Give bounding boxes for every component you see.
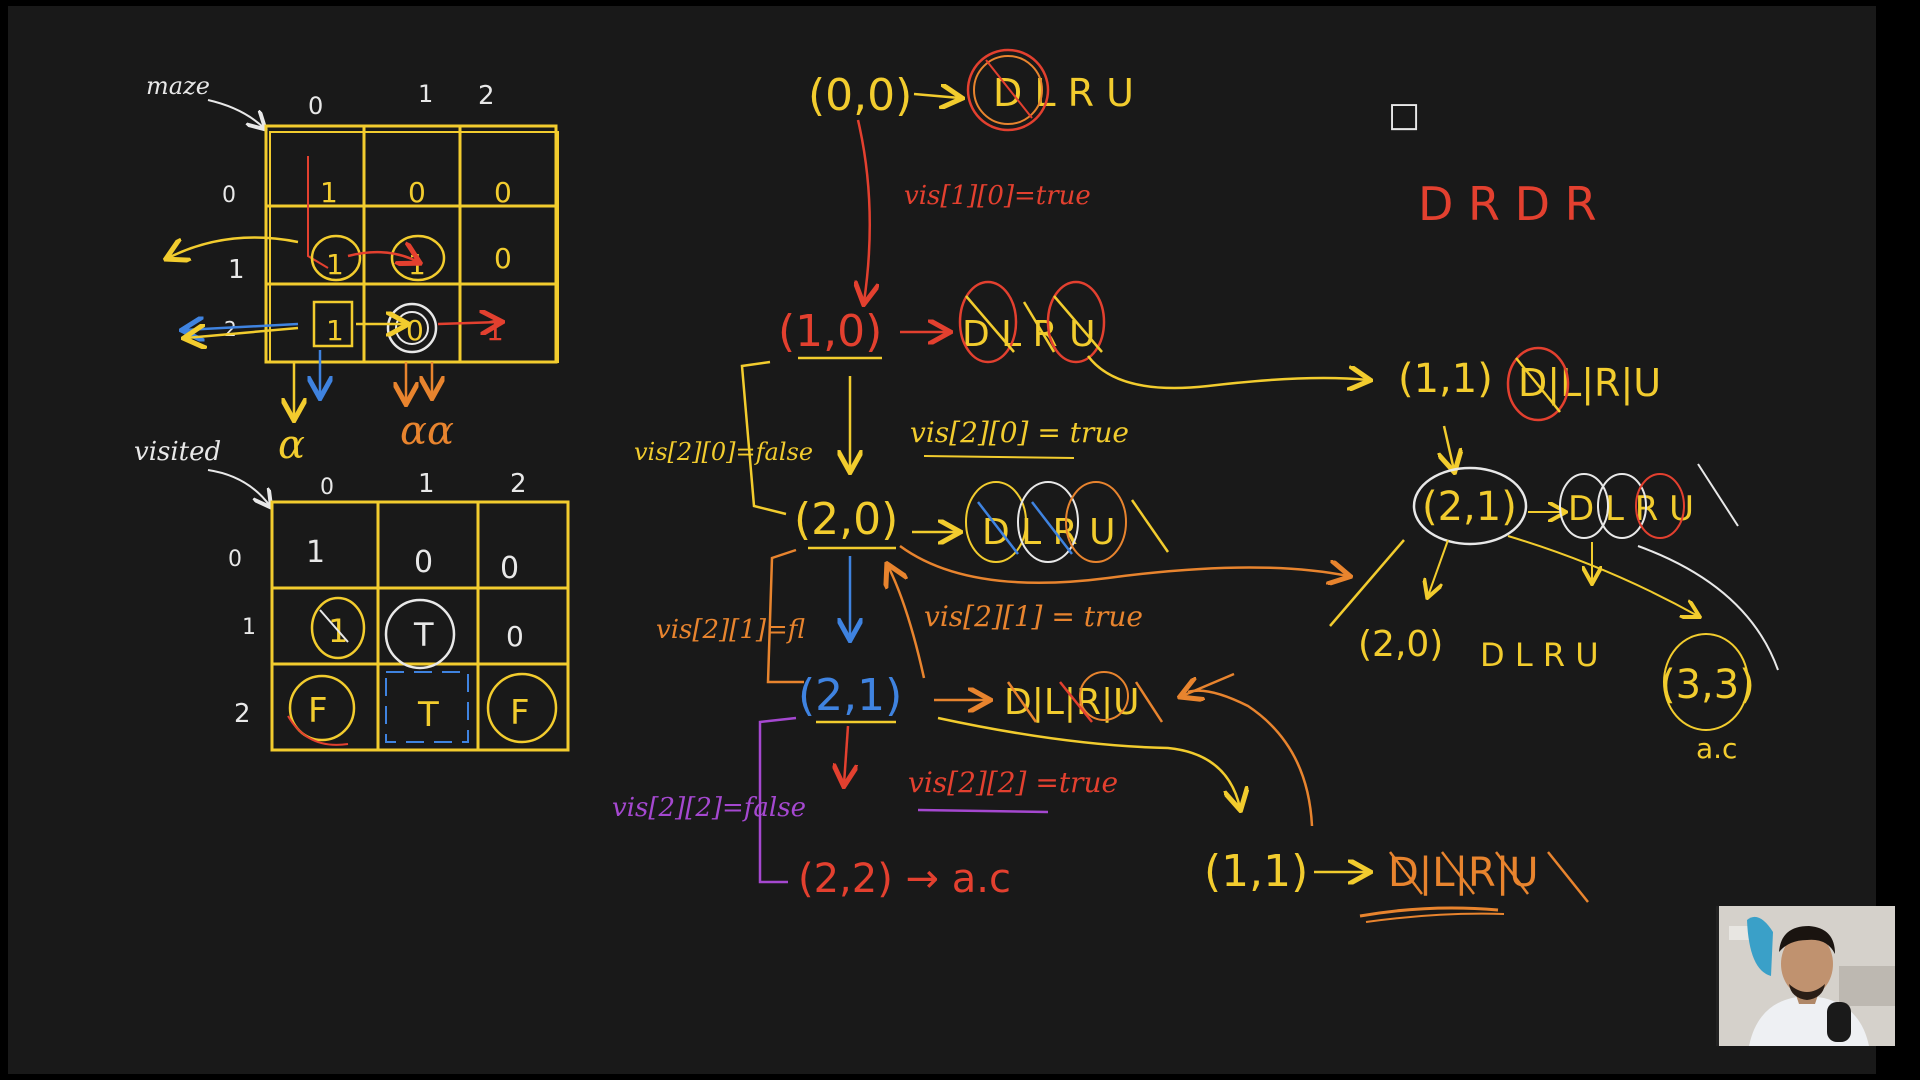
visited-col-header-0: 0: [320, 475, 334, 500]
maze-dead-end-right: αα: [400, 408, 454, 454]
node-3-3: (3,3): [1660, 662, 1755, 708]
presenter-webcam: [1716, 906, 1895, 1046]
node-2-0: (2,0): [794, 494, 898, 545]
visited-cell-2-1: T: [417, 695, 439, 735]
node-2-1-right: (2,1): [1422, 484, 1517, 530]
visited-row-header-0: 0: [228, 547, 242, 572]
visited-cell-2-0: F: [308, 691, 328, 731]
node-1-0-directions: D L R U: [962, 314, 1095, 355]
maze-cell-2-2: 1: [486, 314, 504, 347]
node-2-0-right: (2,0): [1358, 624, 1443, 665]
node-0-0-directions: D L R U: [993, 71, 1134, 115]
visited-cell-0-1: 0: [414, 545, 433, 580]
note-vis-2-0-true: vis[2][0] = true: [910, 416, 1129, 449]
whiteboard-drawing: maze 0 1 2 0 1 2 1 0 0 1 1 0 1 0 1: [134, 48, 1779, 923]
maze-col-header-0: 0: [308, 92, 323, 120]
maze-cell-1-2: 0: [494, 242, 512, 275]
node-1-1-right-directions: D|L|R|U: [1518, 361, 1661, 406]
whiteboard-canvas: maze 0 1 2 0 1 2 1 0 0 1 1 0 1 0 1: [8, 6, 1876, 1074]
maze-row-header-0: 0: [222, 183, 236, 208]
node-2-0-right-directions: D L R U: [1480, 636, 1599, 674]
maze-row-header-1: 1: [228, 255, 245, 285]
node-2-0-directions: D L R U: [982, 512, 1115, 553]
node-1-1-left-directions: D|L|R|U: [1388, 850, 1539, 896]
node-3-3-note: a.c: [1696, 732, 1737, 765]
maze-cell-1-1: 1: [408, 248, 426, 281]
note-vis-2-0-false: vis[2][0]=false: [634, 438, 813, 466]
visited-cell-0-0: 1: [306, 535, 325, 570]
checkbox-marker: □: [1388, 95, 1420, 135]
maze-cell-0-1: 0: [408, 176, 426, 209]
visited-cell-0-2: 0: [500, 551, 519, 586]
visited-cell-2-2: F: [510, 693, 530, 733]
note-vis-2-2-false: vis[2][2]=false: [612, 793, 806, 823]
visited-cell-1-1: T: [413, 616, 434, 654]
note-vis-2-1-false: vis[2][1]=fl: [656, 615, 805, 645]
visited-col-header-1: 1: [418, 469, 435, 499]
visited-label: visited: [134, 437, 221, 467]
maze-grid: maze 0 1 2 0 1 2 1 0 0 1 1 0 1 0 1: [146, 72, 559, 468]
maze-cell-2-0: 1: [326, 314, 344, 347]
recursion-tree: (0,0) D L R U □ D R D R vis[1][0]=true (…: [612, 48, 1779, 923]
node-0-0: (0,0): [808, 70, 912, 121]
maze-label: maze: [146, 72, 210, 100]
path-result: D R D R: [1418, 177, 1597, 231]
note-vis-1-0-true: vis[1][0]=true: [904, 181, 1091, 211]
presenter-avatar-icon: [1719, 906, 1895, 1046]
node-1-0: (1,0): [778, 306, 882, 357]
node-1-1-left: (1,1): [1204, 846, 1308, 897]
note-vis-2-2-true: vis[2][2] =true: [908, 766, 1118, 799]
node-2-1-right-directions: D L R U: [1568, 489, 1694, 529]
maze-cell-1-0: 1: [326, 248, 344, 281]
node-2-1: (2,1): [798, 670, 902, 721]
visited-col-header-2: 2: [510, 469, 527, 499]
node-1-1-right: (1,1): [1398, 356, 1493, 402]
maze-cell-0-2: 0: [494, 176, 512, 209]
visited-row-header-2: 2: [234, 699, 251, 729]
maze-dead-end-left: α: [278, 422, 305, 468]
maze-col-header-1: 1: [418, 80, 433, 108]
visited-grid: visited 0 1 2 0 1 2 1 0 0 1 T 0 F T F: [134, 437, 570, 752]
node-2-2: (2,2) → a.c: [798, 856, 1011, 902]
visited-row-header-1: 1: [242, 615, 256, 640]
maze-cell-0-0: 1: [320, 176, 338, 209]
visited-cell-1-2: 0: [506, 620, 524, 653]
maze-col-header-2: 2: [478, 81, 495, 111]
note-vis-2-1-true: vis[2][1] = true: [924, 600, 1143, 633]
node-2-1-directions: D|L|R|U: [1004, 682, 1140, 723]
